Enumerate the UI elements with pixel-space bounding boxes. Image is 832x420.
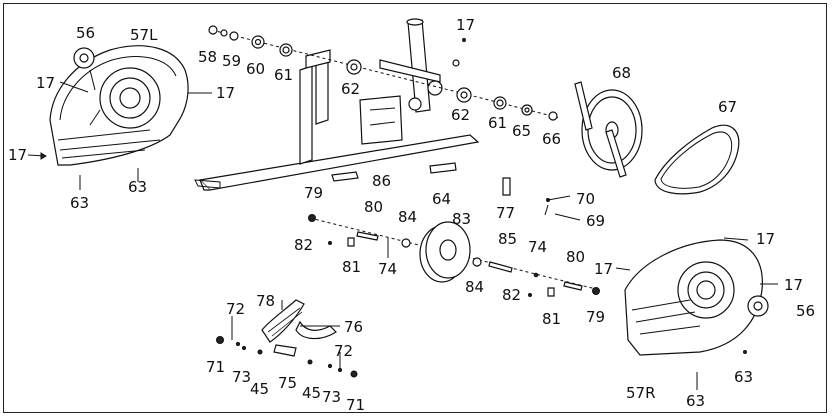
label-81-b: 81 [542, 310, 561, 328]
label-78: 78 [256, 292, 275, 310]
callout-labels: 56 57L 17 17 17 63 63 58 59 60 61 62 17 … [8, 16, 815, 414]
label-86: 86 [372, 172, 391, 190]
label-64: 64 [432, 190, 451, 208]
label-82-a: 82 [294, 236, 313, 254]
axle-hardware-row [208, 25, 561, 121]
label-84-b: 84 [465, 278, 484, 296]
label-59: 59 [222, 52, 241, 70]
label-80-a: 80 [364, 198, 383, 216]
label-63-left-b: 63 [128, 178, 147, 196]
flywheel-assembly [308, 214, 601, 297]
label-56-right: 56 [796, 302, 815, 320]
label-17-right-far: 17 [784, 276, 803, 294]
label-81-a: 81 [342, 258, 361, 276]
leaders-right [615, 237, 778, 390]
label-73-a: 73 [232, 368, 251, 386]
label-79-b: 79 [586, 308, 605, 326]
right-chain-cover [624, 239, 763, 356]
fastener-chain [216, 300, 358, 378]
label-17-left-top: 17 [36, 74, 55, 92]
label-17-left: 17 [8, 146, 27, 164]
label-56-left: 56 [76, 24, 95, 42]
label-45-a: 45 [250, 380, 269, 398]
label-17-right: 17 [594, 260, 613, 278]
label-17-top: 17 [456, 16, 475, 34]
left-chain-cover [49, 45, 189, 166]
label-58: 58 [198, 48, 217, 66]
label-17-right-top: 17 [756, 230, 775, 248]
label-62-b: 62 [451, 106, 470, 124]
label-17-left-right: 17 [216, 84, 235, 102]
label-71-a: 71 [206, 358, 225, 376]
label-62-a: 62 [341, 80, 360, 98]
label-70: 70 [576, 190, 595, 208]
leaders-left [27, 81, 212, 190]
label-76: 76 [344, 318, 363, 336]
label-71-b: 71 [346, 396, 365, 414]
small-parts-top [331, 38, 581, 221]
label-83: 83 [452, 210, 471, 228]
label-57l: 57L [130, 26, 158, 44]
label-67: 67 [718, 98, 737, 116]
label-61-a: 61 [274, 66, 293, 84]
label-61-b: 61 [488, 114, 507, 132]
label-72-b: 72 [334, 342, 353, 360]
crank-pulley [574, 81, 643, 178]
label-63-left-a: 63 [70, 194, 89, 212]
label-65: 65 [512, 122, 531, 140]
label-74-a: 74 [378, 260, 397, 278]
label-79-a: 79 [304, 184, 323, 202]
label-69: 69 [586, 212, 605, 230]
label-60: 60 [246, 60, 265, 78]
label-82-b: 82 [502, 286, 521, 304]
label-57r: 57R [626, 384, 656, 402]
label-77: 77 [496, 204, 515, 222]
left-cap-56 [73, 47, 95, 69]
main-frame [194, 18, 480, 191]
label-63-right-b: 63 [686, 392, 705, 410]
drive-belt [654, 124, 740, 195]
label-45-b: 45 [302, 384, 321, 402]
label-72-a: 72 [226, 300, 245, 318]
right-cap-56 [747, 295, 769, 317]
label-85: 85 [498, 230, 517, 248]
label-73-b: 73 [322, 388, 341, 406]
label-68: 68 [612, 64, 631, 82]
label-84-a: 84 [398, 208, 417, 226]
label-74-b: 74 [528, 238, 547, 256]
slider-tracks [261, 299, 337, 357]
label-66: 66 [542, 130, 561, 148]
label-80-b: 80 [566, 248, 585, 266]
diagram-frame [3, 3, 827, 413]
label-63-right-a: 63 [734, 368, 753, 386]
label-75: 75 [278, 374, 297, 392]
